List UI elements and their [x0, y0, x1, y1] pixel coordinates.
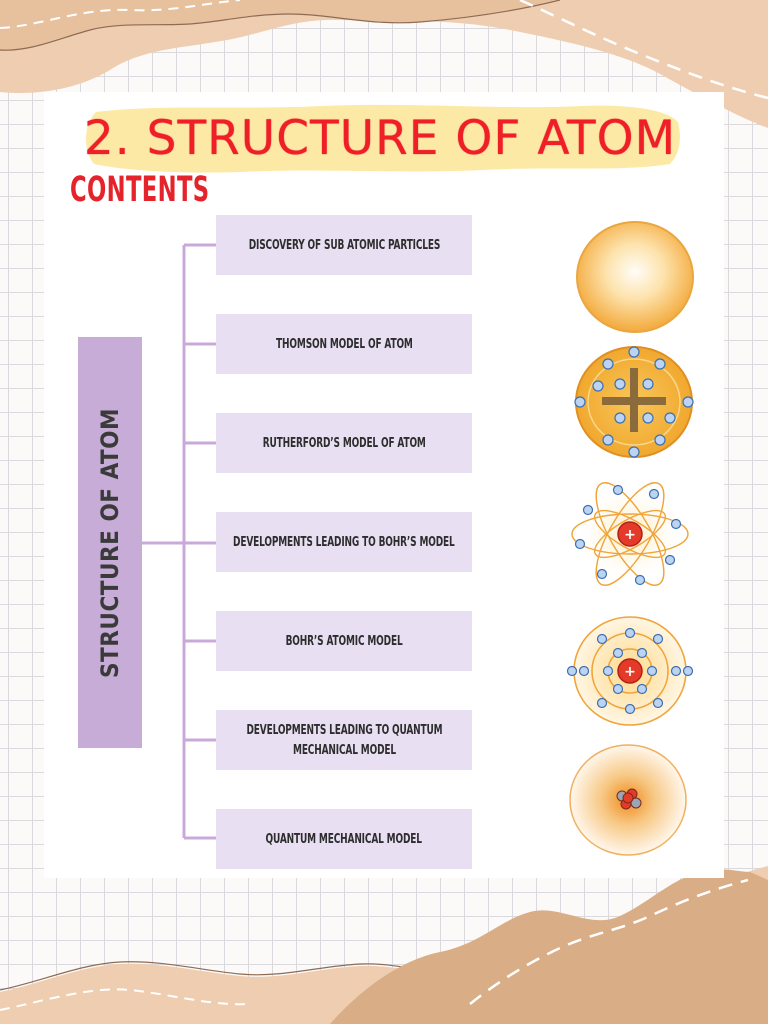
bohr-atom-icon: +: [566, 616, 694, 726]
root-node: [78, 337, 142, 748]
root-node-label: STRUCTURE OF ATOM: [96, 408, 124, 678]
topic-label: THOMSON MODEL OF ATOM: [275, 336, 413, 352]
title-banner: 2. STRUCTURE OF ATOM: [82, 102, 682, 174]
svg-text:+: +: [624, 527, 636, 543]
title-highlight: [86, 104, 680, 173]
topic-bohr-model: BOHR’S ATOMIC MODEL: [216, 611, 472, 671]
topic-quantum-model: QUANTUM MECHANICAL MODEL: [216, 809, 472, 869]
electron-cloud-icon: [569, 744, 687, 856]
contents-heading: CONTENTS: [70, 170, 210, 210]
topic-label: QUANTUM MECHANICAL MODEL: [265, 831, 423, 847]
topic-developments-bohr: DEVELOPMENTS LEADING TO BOHR’S MODEL: [216, 512, 472, 572]
topic-thomson-model: THOMSON MODEL OF ATOM: [216, 314, 472, 374]
topic-label: RUTHERFORD’S MODEL OF ATOM: [262, 435, 426, 451]
topic-label: DISCOVERY OF SUB ATOMIC PARTICLES: [248, 237, 440, 253]
topic-label: DEVELOPMENTS LEADING TO BOHR’S MODEL: [233, 534, 455, 550]
page-title: 2. STRUCTURE OF ATOM: [83, 111, 677, 166]
svg-text:+: +: [624, 664, 636, 680]
thomson-plum-pudding-icon: [574, 346, 694, 458]
topic-discovery-subatomic-particles: DISCOVERY OF SUB ATOMIC PARTICLES: [216, 215, 472, 275]
topic-label: BOHR’S ATOMIC MODEL: [285, 633, 403, 649]
topic-rutherford-model: RUTHERFORD’S MODEL OF ATOM: [216, 413, 472, 473]
top-decoration: [0, 0, 768, 128]
uniform-sphere-icon: [576, 221, 694, 333]
rutherford-atom-icon: +: [571, 482, 689, 586]
